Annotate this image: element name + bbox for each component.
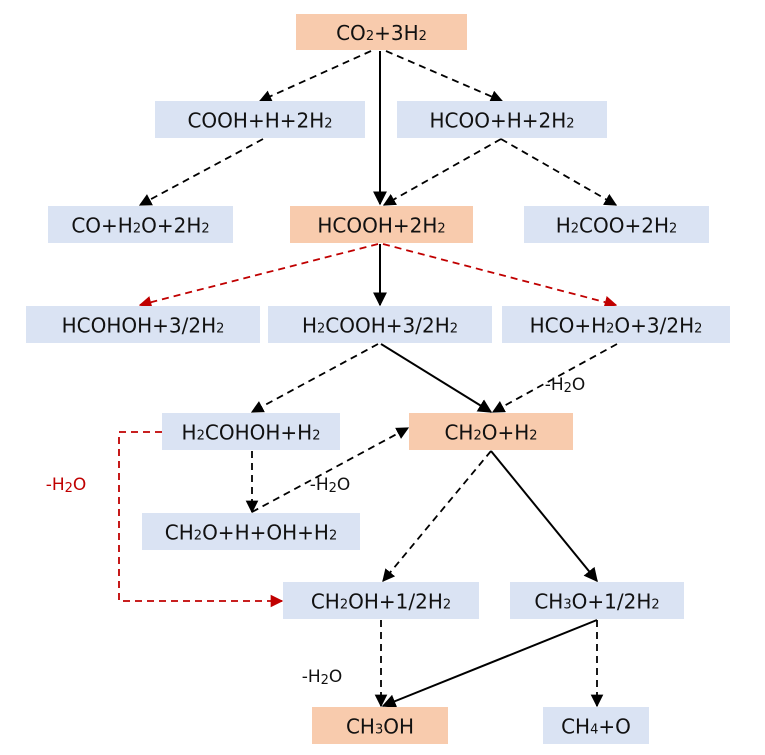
node-h2coo: H2COO+2H2 xyxy=(524,206,709,243)
node-label-co: CO+H2O+2H2 xyxy=(71,214,209,238)
node-label-h2coo: H2COO+2H2 xyxy=(556,214,678,238)
node-box-co2 xyxy=(296,14,467,50)
node-box-ch2oh xyxy=(283,582,479,619)
edge-label-h2cohoh-ch2oh: -H2O xyxy=(46,475,87,496)
edge-co2-cooh xyxy=(258,50,372,103)
edge-ch2ohoh-ch2o xyxy=(251,427,410,513)
edge-h2cohoh-ch2oh xyxy=(118,431,284,608)
node-ch2oh: CH2OH+1/2H2 xyxy=(283,582,479,619)
node-label-hcoo: HCOO+H+2H2 xyxy=(429,109,574,133)
edge-h2cooh-ch2o xyxy=(380,343,493,413)
edge-ch3o-ch3oh xyxy=(381,619,598,708)
edge-co2-hcoo xyxy=(385,50,504,103)
node-box-ch3oh xyxy=(312,707,448,744)
edge-label-hco-ch2o: -H2O xyxy=(545,375,586,396)
node-label-h2cohoh: H2COHOH+H2 xyxy=(182,421,321,445)
node-box-hcohoh xyxy=(26,306,260,343)
node-label-ch2o: CH2O+H2 xyxy=(444,421,537,445)
node-box-cooh xyxy=(155,101,365,138)
edge-cooh-co xyxy=(138,138,264,206)
node-label-hcooh: HCOOH+2H2 xyxy=(317,214,445,238)
node-label-co2: CO2+3H2 xyxy=(336,21,427,45)
node-hcoo: HCOO+H+2H2 xyxy=(397,101,607,138)
node-ch2o: CH2O+H2 xyxy=(409,413,573,450)
node-h2cohoh: H2COHOH+H2 xyxy=(162,413,340,450)
node-box-hcoo xyxy=(397,101,607,138)
edge-hcoo-h2coo xyxy=(500,138,618,206)
node-h2cooh: H2COOH+3/2H2 xyxy=(268,306,492,343)
node-label-hcohoh: HCOHOH+3/2H2 xyxy=(62,314,225,338)
node-label-cooh: COOH+H+2H2 xyxy=(187,109,332,133)
node-co2: CO2+3H2 xyxy=(296,14,467,50)
edge-label-ch2oh-ch3oh: -H2O xyxy=(302,667,343,688)
node-label-h2cooh: H2COOH+3/2H2 xyxy=(302,314,458,338)
node-label-ch2ohoh: CH2O+H+OH+H2 xyxy=(165,521,337,545)
node-label-ch3oh: CH3OH xyxy=(346,715,414,739)
edge-hcooh-hco xyxy=(382,243,618,309)
edge-ch2o-ch3o xyxy=(490,450,598,583)
node-box-ch2ohoh xyxy=(142,513,360,550)
node-hcooh: HCOOH+2H2 xyxy=(290,206,473,243)
edge-ch2o-ch2oh xyxy=(382,450,492,582)
node-co: CO+H2O+2H2 xyxy=(48,206,233,243)
node-label-ch3o: CH3O+1/2H2 xyxy=(534,590,659,614)
node-box-ch4 xyxy=(543,707,649,744)
node-cooh: COOH+H+2H2 xyxy=(155,101,365,138)
node-ch4: CH4+O xyxy=(543,707,649,744)
node-box-co xyxy=(48,206,233,243)
node-box-h2cohoh xyxy=(162,413,340,450)
node-ch2ohoh: CH2O+H+OH+H2 xyxy=(142,513,360,550)
node-box-ch3o xyxy=(510,582,684,619)
node-box-ch2o xyxy=(409,413,573,450)
edge-label-ch2ohoh-ch2o: -H2O xyxy=(310,475,351,496)
edge-hcoo-hcooh xyxy=(382,138,502,206)
node-ch3oh: CH3OH xyxy=(312,707,448,744)
node-hcohoh: HCOHOH+3/2H2 xyxy=(26,306,260,343)
node-label-ch4: CH4+O xyxy=(561,715,631,739)
node-box-h2cooh xyxy=(268,306,492,343)
edge-hcooh-hcohoh xyxy=(138,243,379,309)
node-hco: HCO+H2O+3/2H2 xyxy=(502,306,730,343)
node-label-hco: HCO+H2O+3/2H2 xyxy=(530,314,703,338)
node-box-h2coo xyxy=(524,206,709,243)
node-box-hcooh xyxy=(290,206,473,243)
edge-h2cooh-h2cohoh xyxy=(250,343,379,413)
node-ch3o: CH3O+1/2H2 xyxy=(510,582,684,619)
node-box-hco xyxy=(502,306,730,343)
node-label-ch2oh: CH2OH+1/2H2 xyxy=(311,590,451,614)
